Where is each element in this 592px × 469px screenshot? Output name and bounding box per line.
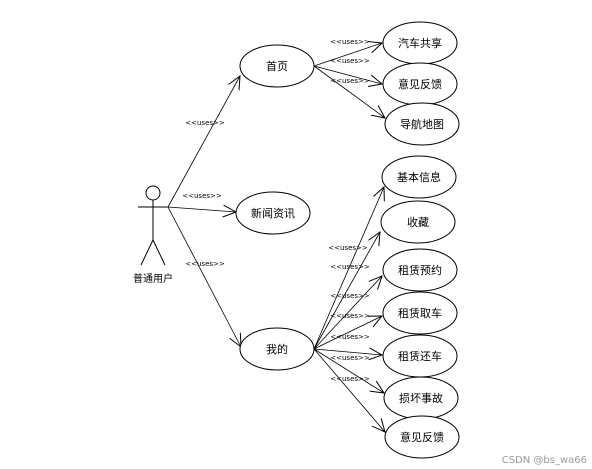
use-case-news-label: 新闻资讯	[251, 206, 295, 220]
use-case-basic-info[interactable]	[381, 155, 457, 199]
uses-label-feedback-mine: <<uses>>	[330, 375, 370, 383]
use-case-favorite[interactable]	[380, 200, 456, 244]
uses-label-home: <<uses>>	[185, 119, 225, 127]
link-mine-feedback	[313, 348, 385, 432]
uses-label-rent-return: <<uses>>	[330, 333, 370, 341]
use-case-nav-map[interactable]	[384, 102, 460, 146]
uses-label-rent-reserve: <<uses>>	[330, 292, 370, 300]
use-case-rent-pickup-label: 租赁取车	[398, 306, 442, 320]
uses-label-news: <<uses>>	[182, 192, 222, 200]
use-case-mine-label: 我的	[266, 342, 288, 356]
uses-label-nav-map: <<uses>>	[330, 77, 370, 85]
use-case-rent-reserve-label: 租赁预约	[398, 263, 442, 277]
uses-label-mine: <<uses>>	[185, 260, 225, 268]
uses-label-basic-info: <<uses>>	[328, 244, 368, 252]
link-mine-rent-pickup	[313, 316, 382, 350]
link-home-nav-map	[313, 65, 385, 118]
use-case-rent-reserve[interactable]	[382, 248, 458, 292]
use-case-mine[interactable]	[239, 327, 315, 371]
link-mine-rent-return	[313, 349, 382, 355]
link-home-feedback	[313, 65, 382, 84]
watermark: CSDN @bs_wa66	[502, 455, 587, 466]
use-case-car-share-label: 汽车共享	[398, 36, 442, 50]
uses-label-car-share: <<uses>>	[330, 38, 370, 46]
link-actor-home	[167, 76, 240, 208]
link-mine-damage	[313, 348, 384, 393]
use-case-basic-info-label: 基本信息	[397, 170, 441, 184]
link-mine-favorite	[313, 232, 380, 350]
uses-label-favorite: <<uses>>	[330, 263, 370, 271]
use-case-favorite-label: 收藏	[407, 215, 429, 229]
link-actor-mine	[167, 206, 241, 347]
actor-stick-figure-icon	[138, 185, 168, 266]
use-case-feedback-mine[interactable]	[384, 415, 460, 459]
link-mine-rent-reserve	[313, 276, 382, 350]
use-case-nav-map-label: 导航地图	[400, 117, 444, 131]
actor-label: 普通用户	[133, 272, 173, 285]
use-case-home-label: 首页	[266, 59, 288, 73]
use-case-news[interactable]	[235, 191, 311, 235]
uses-label-damage: <<uses>>	[330, 354, 370, 362]
use-case-rent-return-label: 租赁还车	[398, 349, 442, 363]
link-mine-basic-info	[313, 187, 384, 350]
use-case-feedback-home-label: 意见反馈	[398, 77, 442, 91]
use-case-home[interactable]	[239, 44, 315, 88]
use-case-rent-pickup[interactable]	[382, 291, 458, 335]
uses-label-feedback-home: <<uses>>	[330, 57, 370, 65]
use-case-damage-label: 损坏事故	[399, 391, 443, 405]
link-home-car-share	[313, 43, 382, 67]
link-actor-news	[167, 207, 236, 212]
uses-label-rent-pickup: <<uses>>	[330, 312, 370, 320]
use-case-feedback-mine-label: 意见反馈	[400, 430, 444, 444]
